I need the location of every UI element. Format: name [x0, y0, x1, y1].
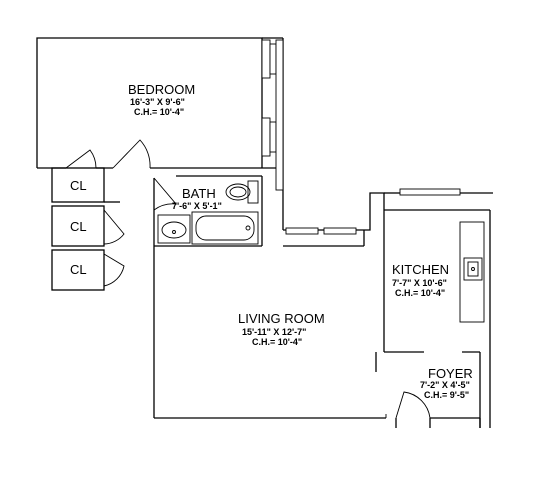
- bedroom-windows: [261, 37, 284, 230]
- bath-sink-icon: [157, 214, 191, 244]
- bath-name: BATH: [182, 186, 216, 201]
- closet-label-1: CL: [70, 178, 87, 193]
- bedroom-name: BEDROOM: [128, 82, 195, 97]
- bedroom-dims: 16'-3" X 9'-6": [130, 97, 185, 107]
- kitchen-walls: [364, 188, 493, 428]
- bedroom-doors: [65, 139, 151, 169]
- foyer-name: FOYER: [428, 366, 473, 381]
- living-room-walls: [154, 227, 386, 419]
- closet-label-3: CL: [70, 262, 87, 277]
- living-room-dims: 15'-11" X 12'-7": [242, 327, 306, 337]
- bath-walls: [153, 175, 263, 418]
- foyer-dims: 7'-2" X 4'-5": [420, 380, 470, 390]
- bath-dims: 7'-6" X 5'-1": [172, 201, 222, 211]
- kitchen-name: KITCHEN: [392, 262, 449, 277]
- closet-label-2: CL: [70, 219, 87, 234]
- kitchen-ceiling: C.H.= 10'-4": [395, 288, 445, 298]
- bedroom-ceiling: C.H.= 10'-4": [134, 107, 184, 117]
- foyer-walls: [429, 417, 481, 428]
- living-room-name: LIVING ROOM: [238, 311, 325, 326]
- toilet-icon: [225, 180, 259, 204]
- foyer-ceiling: C.H.= 9'-5": [424, 390, 469, 400]
- bathtub-icon: [191, 211, 259, 245]
- kitchen-dims: 7'-7" X 10'-6": [392, 278, 447, 288]
- kitchen-counter: [459, 221, 485, 323]
- entry-door: [385, 391, 431, 428]
- living-room-ceiling: C.H.= 10'-4": [252, 337, 302, 347]
- closets: [51, 167, 125, 291]
